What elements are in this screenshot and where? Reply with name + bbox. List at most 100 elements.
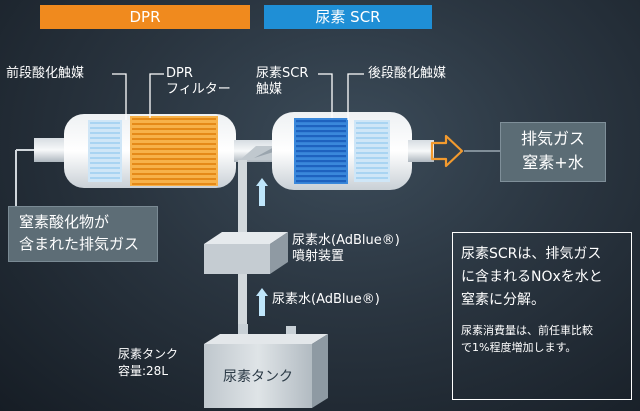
arrow-up-icon — [256, 178, 268, 206]
catalyst-stripe — [132, 128, 216, 130]
dpr-banner: DPR — [40, 5, 250, 29]
scr-catalyst-label: 尿素SCR 触媒 — [256, 66, 308, 98]
catalyst-stripe — [356, 147, 388, 149]
catalyst-stripe — [356, 172, 388, 174]
urea-pipe-lower — [238, 272, 247, 338]
scr-catalyst-leader — [318, 73, 333, 118]
scr-banner-text: 尿素 SCR — [315, 8, 381, 26]
catalyst-stripe — [296, 140, 346, 143]
info-box: 尿素SCRは、排気ガス に含まれるNOxを水と 窒素に分解。 尿素消費量は、前任… — [452, 232, 632, 400]
dpr-filter-leader — [149, 73, 164, 118]
catalyst-stripe — [296, 145, 346, 148]
injector-label-line1: 尿素水(AdBlue®) — [292, 233, 400, 248]
catalyst-stripe — [356, 127, 388, 129]
catalyst-stripe — [356, 162, 388, 164]
urea-flow-label: 尿素水(AdBlue®) — [272, 292, 380, 307]
injector-block-top — [204, 232, 288, 244]
catalyst-stripe — [90, 137, 120, 139]
dpr-banner-text: DPR — [129, 8, 161, 26]
pre-oxidation-stripes — [90, 122, 120, 179]
catalyst-stripe — [296, 170, 346, 173]
catalyst-stripe — [296, 175, 346, 178]
tank-cap-right — [286, 326, 296, 336]
urea-pipe-upper — [238, 160, 247, 235]
catalyst-stripe — [296, 125, 346, 128]
catalyst-stripe — [90, 157, 120, 159]
dpr-filter-label-line2: フィルター — [166, 82, 231, 97]
catalyst-stripe — [90, 142, 120, 144]
post-oxidation-stripes — [356, 122, 388, 179]
pre-oxidation-label: 前段酸化触媒 — [6, 66, 85, 81]
scr-catalyst-label-line2: 触媒 — [256, 82, 283, 97]
catalyst-stripe — [132, 178, 216, 180]
injector-block-side — [270, 232, 288, 274]
arrow-right-outline-icon — [430, 134, 464, 168]
catalyst-stripe — [356, 157, 388, 159]
catalyst-stripe — [132, 183, 216, 185]
catalyst-stripe — [132, 158, 216, 160]
post-oxidation-leader — [347, 73, 364, 120]
inlet-leader — [15, 149, 34, 206]
catalyst-stripe — [296, 135, 346, 138]
catalyst-stripe — [90, 162, 120, 164]
catalyst-stripe — [90, 152, 120, 154]
injector-label: 尿素水(AdBlue®) 噴射装置 — [292, 233, 400, 265]
catalyst-stripe — [132, 143, 216, 145]
output-gas-box: 排気ガス 窒素+水 — [500, 122, 606, 182]
catalyst-stripe — [132, 133, 216, 135]
catalyst-stripe — [90, 147, 120, 149]
catalyst-stripe — [296, 165, 346, 168]
tank-spec-line2: 容量:28L — [118, 364, 168, 378]
injector-block-front — [204, 244, 270, 274]
injector-nozzle — [240, 146, 272, 160]
catalyst-stripe — [356, 152, 388, 154]
dpr-filter-stripes — [132, 118, 216, 185]
catalyst-stripe — [296, 150, 346, 153]
catalyst-stripe — [356, 167, 388, 169]
catalyst-stripe — [296, 160, 346, 163]
catalyst-stripe — [296, 155, 346, 158]
catalyst-stripe — [296, 130, 346, 133]
tank-top — [204, 334, 328, 344]
catalyst-stripe — [356, 122, 388, 124]
catalyst-stripe — [90, 172, 120, 174]
catalyst-stripe — [132, 173, 216, 175]
catalyst-stripe — [90, 127, 120, 129]
catalyst-stripe — [90, 122, 120, 124]
info-line1: 尿素SCRは、排気ガス — [461, 246, 602, 262]
catalyst-stripe — [356, 137, 388, 139]
inlet-pipe — [34, 138, 66, 162]
info-line3: 窒素に分解。 — [461, 292, 545, 308]
outlet-pipe — [408, 140, 434, 162]
catalyst-stripe — [132, 138, 216, 140]
catalyst-stripe — [90, 177, 120, 179]
info-note2: で1%程度増加します。 — [461, 341, 577, 354]
input-box-line2: 含まれた排気ガス — [19, 235, 140, 253]
tank-spec-label: 尿素タンク 容量:28L — [118, 346, 178, 380]
output-box-line2: 窒素+水 — [522, 153, 584, 172]
catalyst-stripe — [356, 177, 388, 179]
catalyst-stripe — [356, 142, 388, 144]
tank-cap-left — [238, 324, 248, 336]
scr-catalyst-label-line1: 尿素SCR — [256, 66, 309, 81]
catalyst-stripe — [132, 148, 216, 150]
scr-banner: 尿素 SCR — [264, 5, 432, 29]
scr-catalyst-stripes — [296, 120, 346, 183]
dpr-filter — [130, 116, 218, 186]
post-oxidation-label: 後段酸化触媒 — [368, 66, 447, 81]
pre-oxidation-catalyst — [88, 120, 122, 182]
dpr-filter-label: DPR フィルター — [166, 66, 231, 98]
pre-oxidation-leader — [112, 73, 127, 120]
output-box-line1: 排気ガス — [520, 129, 585, 148]
catalyst-stripe — [90, 132, 120, 134]
catalyst-stripe — [132, 153, 216, 155]
tank-label: 尿素タンク — [223, 369, 293, 385]
post-oxidation-catalyst — [354, 120, 390, 182]
input-gas-box: 窒素酸化物が 含まれた排気ガス — [8, 206, 158, 262]
tank-spec-line1: 尿素タンク — [118, 347, 179, 361]
catalyst-stripe — [296, 180, 346, 183]
tank-body — [204, 344, 312, 408]
catalyst-stripe — [296, 120, 346, 123]
info-note1: 尿素消費量は、前任車比較 — [461, 324, 593, 337]
